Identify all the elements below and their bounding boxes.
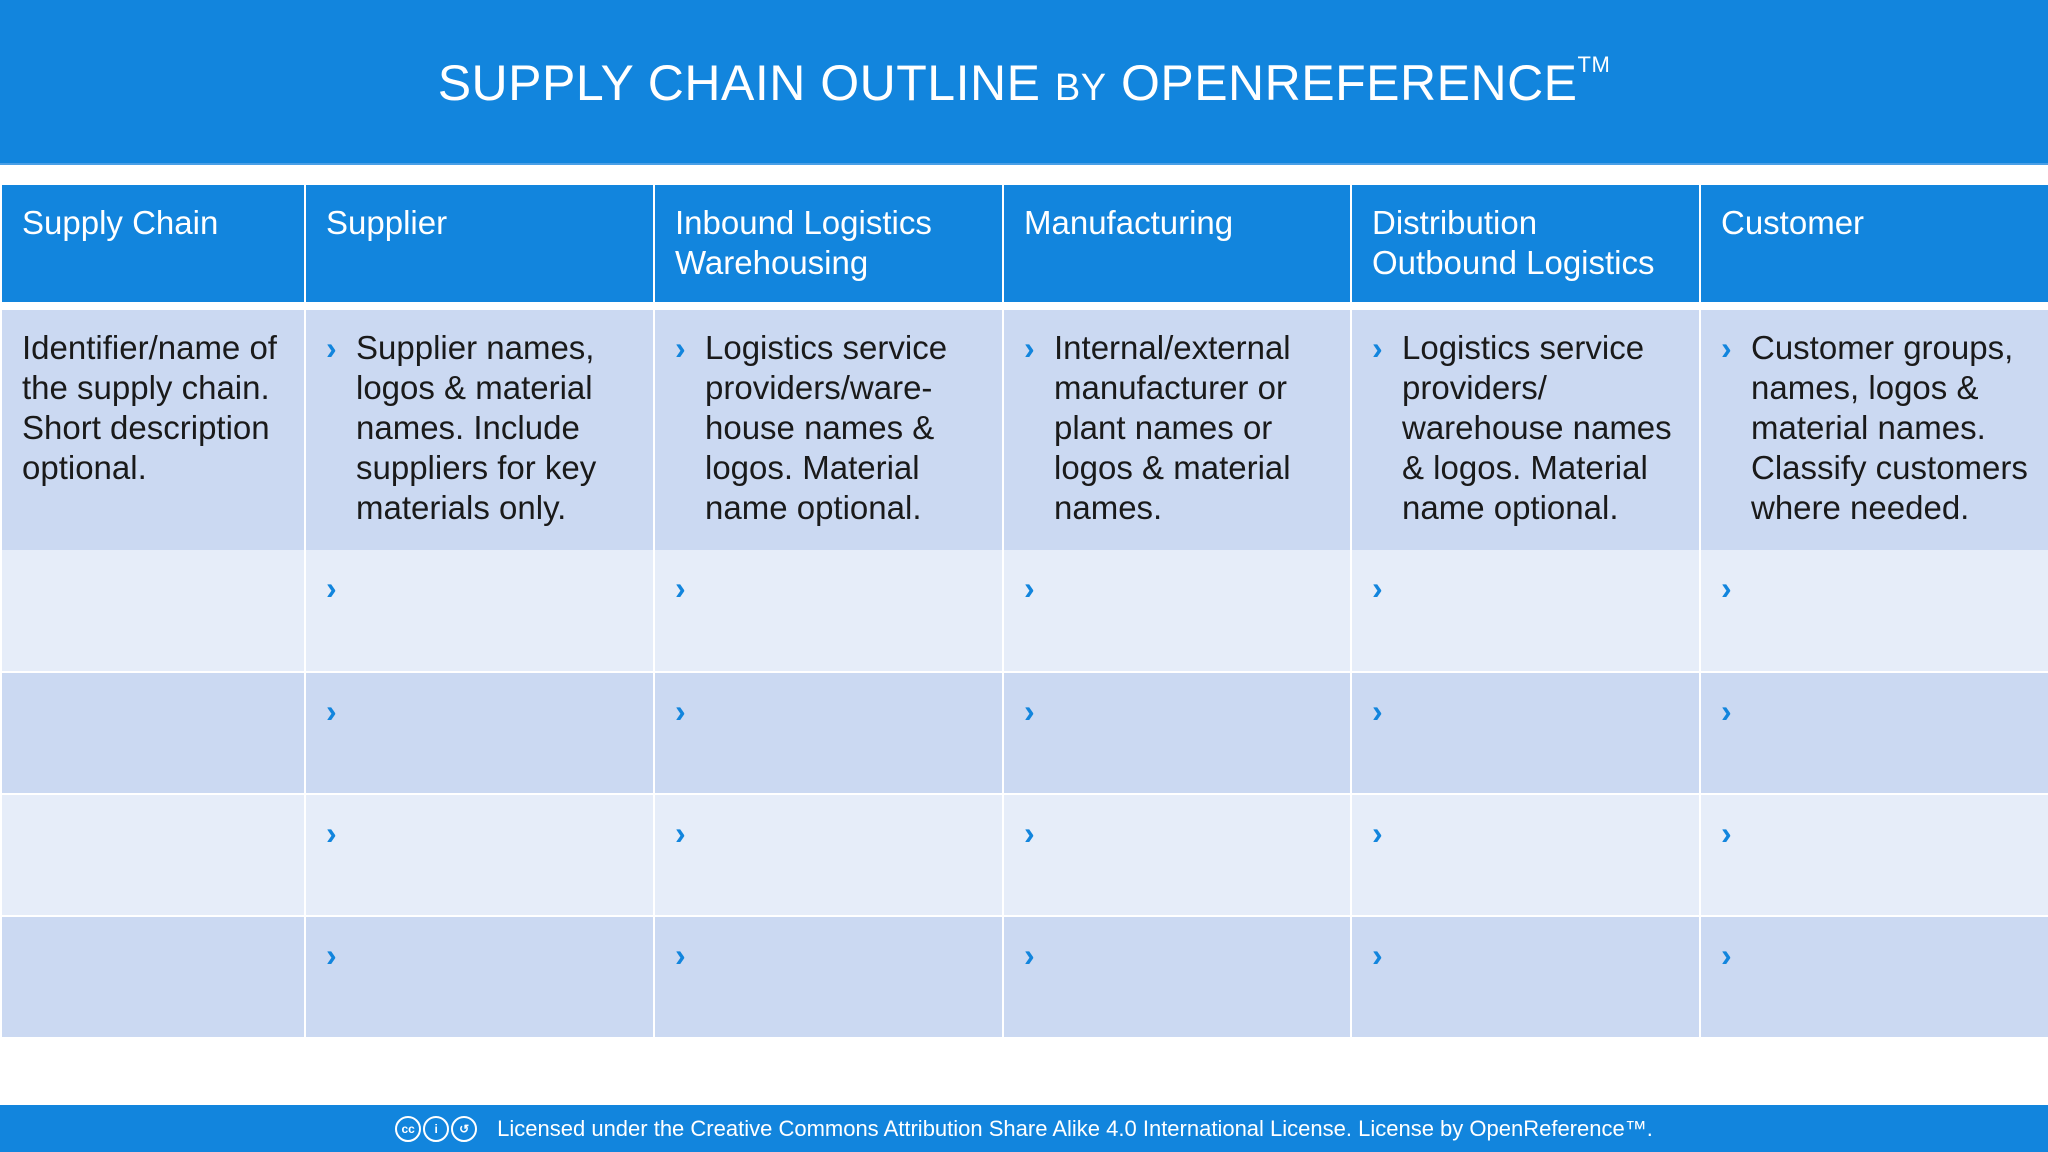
footer: cc i ↺ Licensed under the Creative Commo… [0, 1105, 2048, 1152]
chevron-right-icon: › [1372, 937, 1383, 973]
attribution-icon: i [423, 1115, 450, 1142]
chevron-right-icon: › [326, 330, 337, 366]
table-cell[interactable]: › [1699, 916, 2048, 1039]
table-cell[interactable]: › [1350, 916, 1701, 1039]
chevron-right-icon: › [1024, 693, 1035, 729]
header-row: Supply Chain Supplier Inbound Logistics … [0, 185, 2048, 302]
chevron-right-icon: › [1024, 815, 1035, 851]
chevron-right-icon: › [675, 330, 686, 366]
description-row: Identifier/name of the supply chain. Sho… [0, 310, 2048, 550]
cell-text: Logistics service providers/ warehouse n… [1402, 329, 1672, 526]
chevron-right-icon: › [1721, 693, 1732, 729]
cell-text: Supplier names, logos & material names. … [356, 329, 597, 526]
chevron-right-icon: › [1372, 570, 1383, 606]
license-text: Licensed under the Creative Commons Attr… [497, 1115, 1653, 1141]
table-cell[interactable]: › [653, 672, 1004, 795]
table-cell: › Logistics service providers/ware-house … [653, 310, 1004, 550]
title-main: SUPPLY CHAIN OUTLINE [437, 54, 1041, 111]
table-cell[interactable]: › [304, 672, 655, 795]
chevron-right-icon: › [1024, 937, 1035, 973]
table-cell[interactable]: › [1002, 672, 1352, 795]
table-row: › › › › › [0, 672, 2048, 795]
table-cell[interactable]: › [653, 916, 1004, 1039]
table-cell[interactable]: › [304, 794, 655, 917]
share-alike-icon: ↺ [451, 1115, 478, 1142]
chevron-right-icon: › [1721, 330, 1732, 366]
table-cell[interactable]: › [1699, 550, 2048, 673]
cell-text: Customer groups, names, logos & material… [1751, 329, 2028, 526]
chevron-right-icon: › [1721, 570, 1732, 606]
table-cell: › Customer groups, names, logos & materia… [1699, 310, 2048, 550]
column-header: Inbound Logistics Warehousing [653, 185, 1004, 302]
cc-icon: cc [395, 1115, 422, 1142]
chevron-right-icon: › [326, 937, 337, 973]
chevron-right-icon: › [1024, 570, 1035, 606]
table-cell[interactable]: › [304, 550, 655, 673]
title-by: BY [1054, 66, 1107, 109]
table-row: › › › › › [0, 916, 2048, 1039]
table-cell[interactable]: › [1002, 916, 1352, 1039]
table-cell[interactable]: › [1699, 672, 2048, 795]
chevron-right-icon: › [326, 815, 337, 851]
table-cell[interactable]: › [653, 550, 1004, 673]
column-header: Supplier [304, 185, 655, 302]
table-cell[interactable] [0, 794, 306, 917]
trademark: TM [1577, 51, 1611, 77]
chevron-right-icon: › [1721, 815, 1732, 851]
creative-commons-icon: cc i ↺ [395, 1115, 478, 1142]
table-cell[interactable] [0, 916, 306, 1039]
title-brand: OPENREFERENCE [1120, 54, 1578, 111]
chevron-right-icon: › [1372, 330, 1383, 366]
chevron-right-icon: › [675, 815, 686, 851]
table-row: › › › › › [0, 794, 2048, 917]
chevron-right-icon: › [675, 693, 686, 729]
table-cell[interactable]: › [1350, 550, 1701, 673]
table-cell[interactable]: › [304, 916, 655, 1039]
table-cell[interactable] [0, 550, 306, 673]
table-cell[interactable]: › [1002, 794, 1352, 917]
table-cell[interactable]: › [1699, 794, 2048, 917]
table-cell[interactable]: › [1002, 550, 1352, 673]
chevron-right-icon: › [1372, 693, 1383, 729]
table-cell: › Supplier names, logos & material names.… [304, 310, 655, 550]
table-cell[interactable]: › [1350, 672, 1701, 795]
table-cell: Identifier/name of the supply chain. Sho… [0, 310, 306, 550]
table-cell[interactable] [0, 672, 306, 795]
column-header: Supply Chain [0, 185, 306, 302]
supply-chain-table: Supply Chain Supplier Inbound Logistics … [0, 185, 2048, 1039]
column-header: Manufacturing [1002, 185, 1352, 302]
cell-text: Logistics service providers/ware-house n… [705, 329, 948, 526]
chevron-right-icon: › [326, 693, 337, 729]
chevron-right-icon: › [675, 937, 686, 973]
table-cell: › Logistics service providers/ warehouse … [1350, 310, 1701, 550]
chevron-right-icon: › [1372, 815, 1383, 851]
chevron-right-icon: › [1024, 330, 1035, 366]
table-row: › › › › › [0, 550, 2048, 673]
cell-text: Internal/external manufacturer or plant … [1054, 329, 1291, 526]
chevron-right-icon: › [326, 570, 337, 606]
title-bar: SUPPLY CHAIN OUTLINE BY OPENREFERENCETM [0, 0, 2048, 165]
column-header: Distribution Outbound Logistics [1350, 185, 1701, 302]
chevron-right-icon: › [1721, 937, 1732, 973]
chevron-right-icon: › [675, 570, 686, 606]
table-cell: › Internal/external manufacturer or plant… [1002, 310, 1352, 550]
table-cell[interactable]: › [1350, 794, 1701, 917]
page-title: SUPPLY CHAIN OUTLINE BY OPENREFERENCETM [438, 52, 1611, 112]
table-cell[interactable]: › [653, 794, 1004, 917]
column-header: Customer [1699, 185, 2048, 302]
